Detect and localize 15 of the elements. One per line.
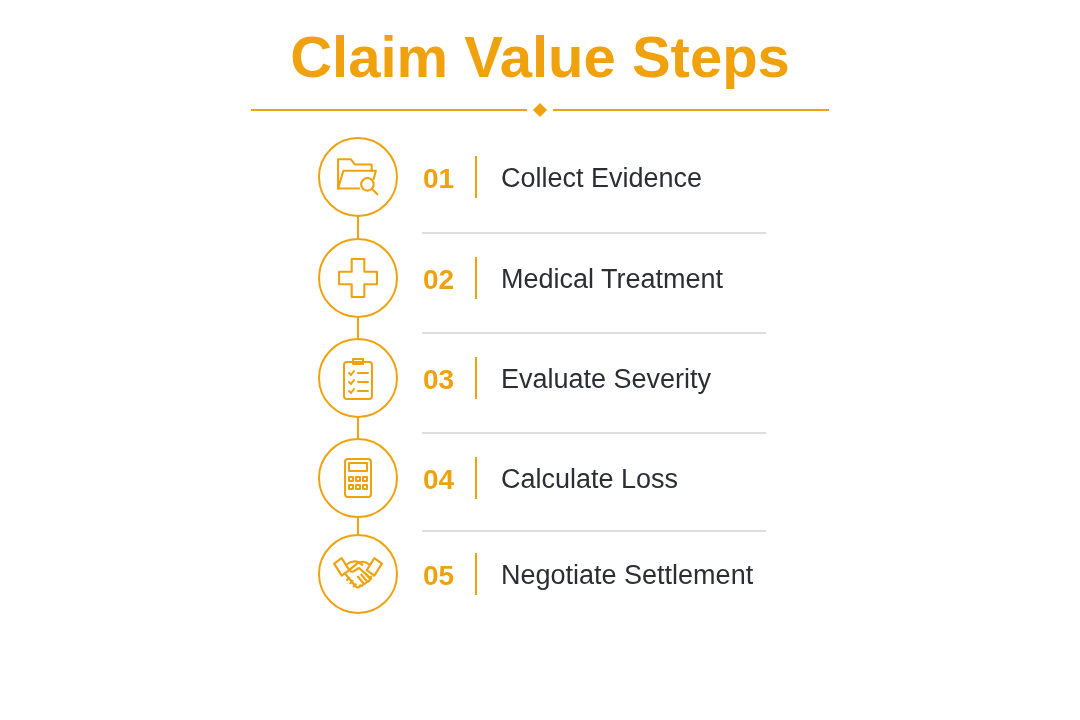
step-title: Evaluate Severity [501,364,712,396]
connector-line [357,517,359,535]
step-number: 03 [423,364,455,396]
step-number: 04 [423,464,455,496]
step-number: 02 [423,264,455,296]
step-title: Collect Evidence [501,163,703,195]
step-number: 05 [423,560,455,592]
connector-line [357,216,359,239]
title: Claim Value Steps [290,25,790,89]
step-title: Negotiate Settlement [501,560,754,592]
step-title: Calculate Loss [501,464,679,496]
connector-line [357,417,359,439]
step-title: Medical Treatment [501,264,724,296]
connector-line [357,317,359,339]
step-number: 01 [423,163,455,195]
